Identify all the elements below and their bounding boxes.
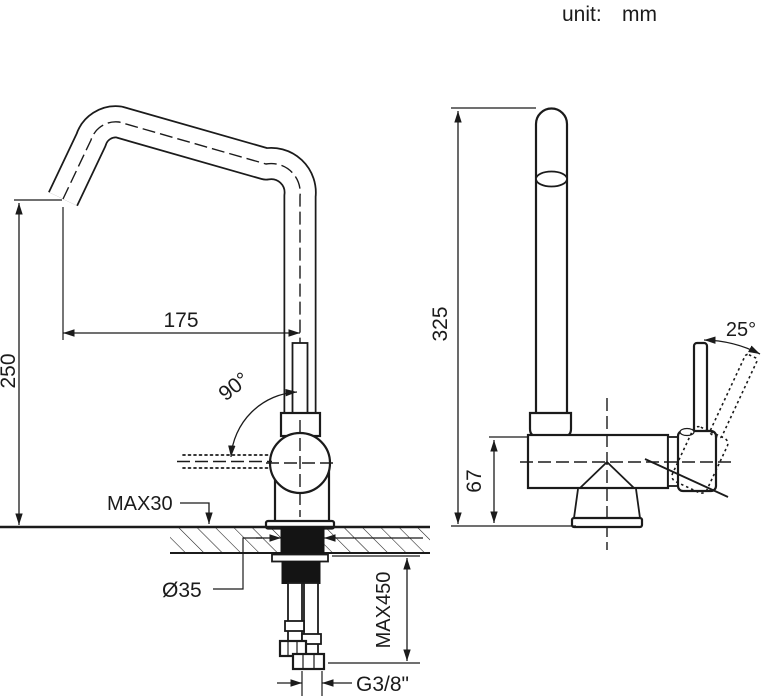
dim-spout-reach: 175: [163, 309, 198, 332]
ferrule-right: [301, 633, 322, 645]
under-counter-assembly: [271, 553, 329, 671]
mounting-shank: [280, 526, 325, 555]
riser-tube: [291, 342, 309, 415]
base-flange-profile: [570, 516, 644, 529]
countertop: [0, 525, 430, 555]
handle-pivot-line: [644, 458, 729, 498]
shank-body: [281, 561, 321, 584]
dim-total-height: 325: [429, 306, 452, 341]
dim-thread: G3/8": [356, 673, 409, 696]
leader-max30: [180, 502, 213, 524]
dim-max-deck: MAX30: [107, 493, 173, 515]
dim-spout-height: 250: [0, 353, 20, 388]
side-view: 25° 325 67: [429, 107, 761, 550]
handle-angle-arc: [703, 336, 761, 355]
dim-swivel-angle: 90°: [214, 368, 253, 406]
hose-left: [287, 582, 303, 643]
dim-handle-angle: 25°: [726, 319, 756, 341]
handle-indicator: [679, 427, 695, 437]
spout-centerline: [62, 121, 301, 517]
ferrule-left: [284, 620, 305, 632]
dim-hose-length: MAX450: [373, 572, 395, 649]
base-cone: [573, 461, 641, 519]
unit-label: unit: mm: [562, 3, 657, 26]
unit-value: mm: [622, 3, 657, 26]
lever-rod: [692, 341, 709, 435]
hex-nut-right: [291, 652, 326, 671]
dim-hole-diameter: Ø35: [162, 579, 202, 602]
unit-key: unit:: [562, 3, 602, 26]
front-view: 90° 175 250 MAX30: [0, 105, 430, 696]
spout-bend-joint: [535, 170, 568, 188]
lever-phantom: [671, 353, 758, 494]
dim-body-height: 67: [463, 469, 486, 492]
spout-bore: [49, 107, 315, 414]
spout-profile: [534, 107, 569, 414]
leader-d35: [213, 537, 262, 590]
swivel-arc: [228, 388, 298, 458]
lock-washer: [271, 553, 329, 563]
collar-profile: [528, 411, 573, 439]
